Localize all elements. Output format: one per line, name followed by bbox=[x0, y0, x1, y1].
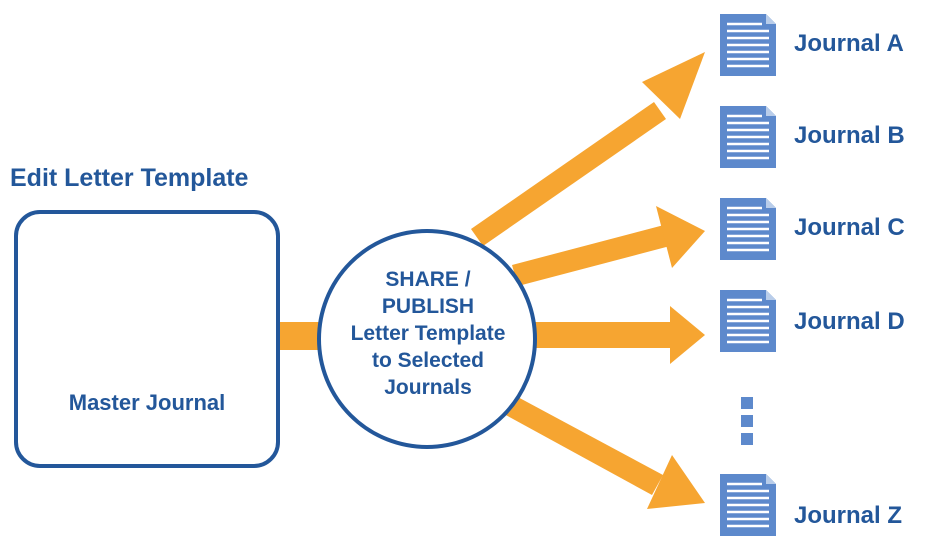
arrow-to-journal-c bbox=[512, 206, 705, 286]
journal-document-icon bbox=[720, 290, 776, 352]
journal-label-d: Journal D bbox=[794, 308, 905, 335]
journal-document-icon bbox=[720, 198, 776, 260]
journal-document-icon bbox=[720, 106, 776, 168]
hub-line: PUBLISH bbox=[381, 295, 475, 318]
master-journal-label: Master Journal bbox=[68, 390, 226, 415]
hub-line: to Selected bbox=[371, 349, 485, 372]
journal-label-a: Journal A bbox=[794, 30, 904, 57]
vertical-ellipsis-icon bbox=[741, 397, 753, 445]
journal-label-c: Journal C bbox=[794, 214, 905, 241]
hub-circle bbox=[317, 229, 537, 449]
arrow-to-journal-a bbox=[471, 52, 705, 246]
hub-line: Letter Template bbox=[350, 322, 506, 345]
journal-document-icon bbox=[720, 14, 776, 76]
edit-template-heading: Edit Letter Template bbox=[10, 164, 249, 192]
master-journal-box bbox=[14, 210, 280, 468]
hub-line: SHARE / bbox=[385, 268, 471, 291]
journal-document-icon bbox=[720, 474, 776, 536]
journal-label-z: Journal Z bbox=[794, 502, 903, 529]
arrow-to-journal-z bbox=[504, 395, 705, 509]
arrow-to-journal-d bbox=[525, 306, 705, 364]
hub-line: Journals bbox=[384, 376, 472, 399]
hub-text: SHARE / PUBLISH Letter Template to Selec… bbox=[326, 266, 530, 401]
journal-label-b: Journal B bbox=[794, 122, 905, 149]
